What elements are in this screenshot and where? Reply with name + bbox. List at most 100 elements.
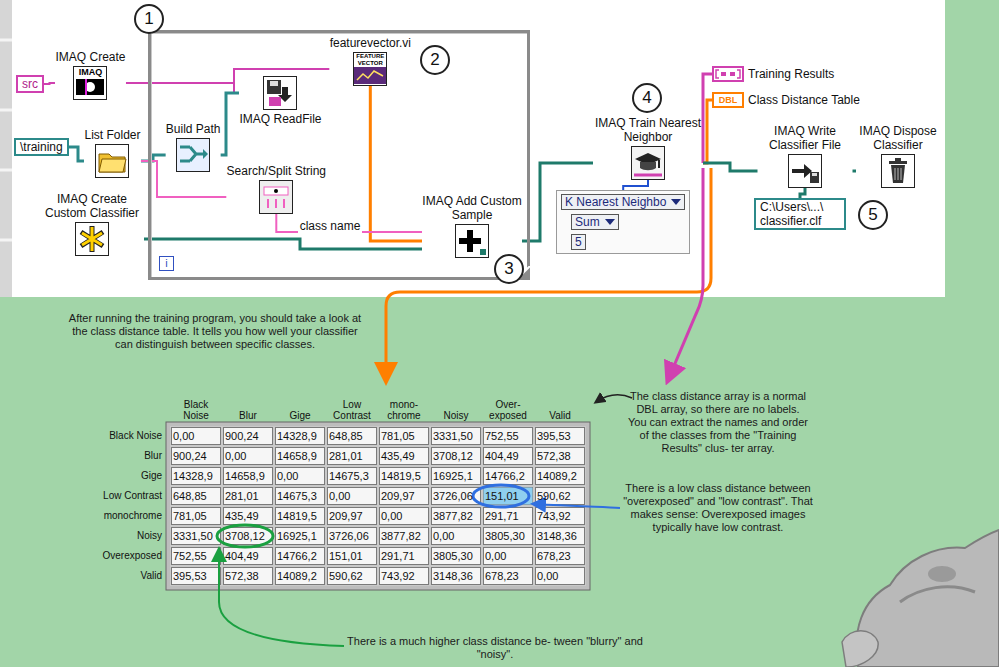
vi-node: IMAQ Dispose Classifier <box>856 124 940 188</box>
wire <box>853 170 857 173</box>
table-cell: 209,97 <box>329 506 376 526</box>
wire <box>703 163 758 171</box>
node-label: IMAQ Add Custom Sample <box>422 194 522 222</box>
table-cell: 781,05 <box>381 426 428 446</box>
wire-label: class name <box>298 219 363 233</box>
row-header: Blur <box>60 446 162 466</box>
node-label: IMAQ Create <box>55 50 125 64</box>
table-cell: 291,71 <box>485 506 532 526</box>
row-header: Low Contrast <box>60 486 162 506</box>
ring-text: K Nearest Neighbo <box>565 195 666 209</box>
column-header: Low Contrast <box>326 392 378 421</box>
wire <box>703 74 712 163</box>
column-header: mono- chrome <box>378 392 430 421</box>
vi-icon <box>95 144 129 178</box>
constant-text: C:\Users\...\ classifier.clf <box>760 200 840 228</box>
icon-text: FEATURE VECTOR <box>354 53 386 67</box>
table-cell: 0,00 <box>329 486 376 506</box>
row-header: Overexposed <box>60 546 162 566</box>
table-cell: 3726,06 <box>329 526 376 546</box>
indicator-type: DBL <box>719 95 738 105</box>
node-label: IMAQ Write Classifier File <box>758 124 853 152</box>
table-cell: 648,85 <box>329 426 376 446</box>
table-cell: 281,01 <box>329 446 376 466</box>
dropdown-arrow <box>605 219 615 225</box>
table-cell: 3148,36 <box>537 526 584 546</box>
table-cell: 3148,36 <box>433 566 480 586</box>
note-text: There is a low class distance between "o… <box>622 482 814 534</box>
table-cell: 14328,9 <box>277 426 324 446</box>
wire <box>370 86 422 241</box>
table-cell: 14658,9 <box>225 466 272 486</box>
callout-number: 2 <box>420 45 450 75</box>
column-header: Blur <box>222 392 274 421</box>
table-cell: 678,23 <box>537 546 584 566</box>
orange-leader <box>386 168 711 380</box>
wire <box>623 180 648 190</box>
table-cell: 572,38 <box>225 566 272 586</box>
vi-icon <box>263 76 297 110</box>
table-cell: 590,62 <box>537 486 584 506</box>
table-cell: 743,92 <box>537 506 584 526</box>
table-cell: 151,01 <box>485 486 532 506</box>
node-label: IMAQ Create Custom Classifier <box>40 192 144 220</box>
table-cell: 743,92 <box>381 566 428 586</box>
table-cell: 435,49 <box>225 506 272 526</box>
vi-node: IMAQ Train Nearest Neighbor <box>593 116 703 180</box>
note-text: The class distance array is a normal DBL… <box>628 390 808 455</box>
string-constant: src <box>16 75 44 93</box>
table-cell: 0,00 <box>381 506 428 526</box>
vi-node: IMAQ Create Custom Classifier <box>40 192 144 256</box>
indicator-label: Class Distance Table <box>748 93 860 107</box>
table-cell: 572,38 <box>537 446 584 466</box>
wire <box>703 100 712 163</box>
column-header: Black Noise <box>170 392 222 421</box>
table-cell: 14819,5 <box>277 506 324 526</box>
table-cell: 14089,2 <box>537 466 584 486</box>
table-cell: 395,53 <box>173 566 220 586</box>
row-header: Gige <box>60 466 162 486</box>
column-header: Gige <box>274 392 326 421</box>
node-label: featurevector.vi <box>330 36 411 50</box>
dropdown-arrow <box>671 199 681 205</box>
node-label: Build Path <box>166 122 221 136</box>
table-cell: 14658,9 <box>277 446 324 466</box>
table-cell: 16925,1 <box>277 526 324 546</box>
vi-node: IMAQ Write Classifier File <box>758 124 853 188</box>
wire <box>276 214 422 232</box>
table-cell: 3877,82 <box>381 526 428 546</box>
column-header: Valid <box>534 392 586 421</box>
table-cell: 752,55 <box>173 546 220 566</box>
indicator-label: Training Results <box>748 67 834 81</box>
wire <box>221 93 239 155</box>
constant-text: src <box>22 77 38 91</box>
vi-icon <box>788 154 822 188</box>
table-cell: 14766,2 <box>277 546 324 566</box>
ring-constant: K Nearest Neighbo <box>561 194 685 210</box>
constant-text: \training <box>20 140 63 154</box>
table-cell: 3708,12 <box>225 526 272 546</box>
vi-node: IMAQ CreateIMAQ <box>55 50 126 100</box>
table-cell: 0,00 <box>537 566 584 586</box>
path-constant: C:\Users\...\ classifier.clf <box>754 198 846 230</box>
for-loop: iBuild PathIMAQ ReadFilefeaturevector.vi… <box>148 30 530 280</box>
table-cell: 3805,30 <box>433 546 480 566</box>
vi-icon: IMAQ <box>73 66 107 100</box>
iteration-terminal: i <box>159 256 174 271</box>
table-cell: 404,49 <box>225 546 272 566</box>
column-header: Over- exposed <box>482 392 534 421</box>
node-label: List Folder <box>84 128 140 142</box>
table-cell: 648,85 <box>173 486 220 506</box>
node-label: IMAQ Dispose Classifier <box>856 124 940 152</box>
row-header: Noisy <box>60 526 162 546</box>
table-cell: 209,97 <box>381 486 428 506</box>
callout-number: 1 <box>134 4 164 34</box>
table-cell: 3331,50 <box>433 426 480 446</box>
callout-number: 4 <box>632 83 662 113</box>
table-cell: 0,00 <box>225 446 272 466</box>
vi-icon <box>881 154 915 188</box>
vi-icon <box>259 180 293 214</box>
callout-number: 3 <box>494 254 524 284</box>
vi-node: Search/Split String <box>226 164 326 214</box>
